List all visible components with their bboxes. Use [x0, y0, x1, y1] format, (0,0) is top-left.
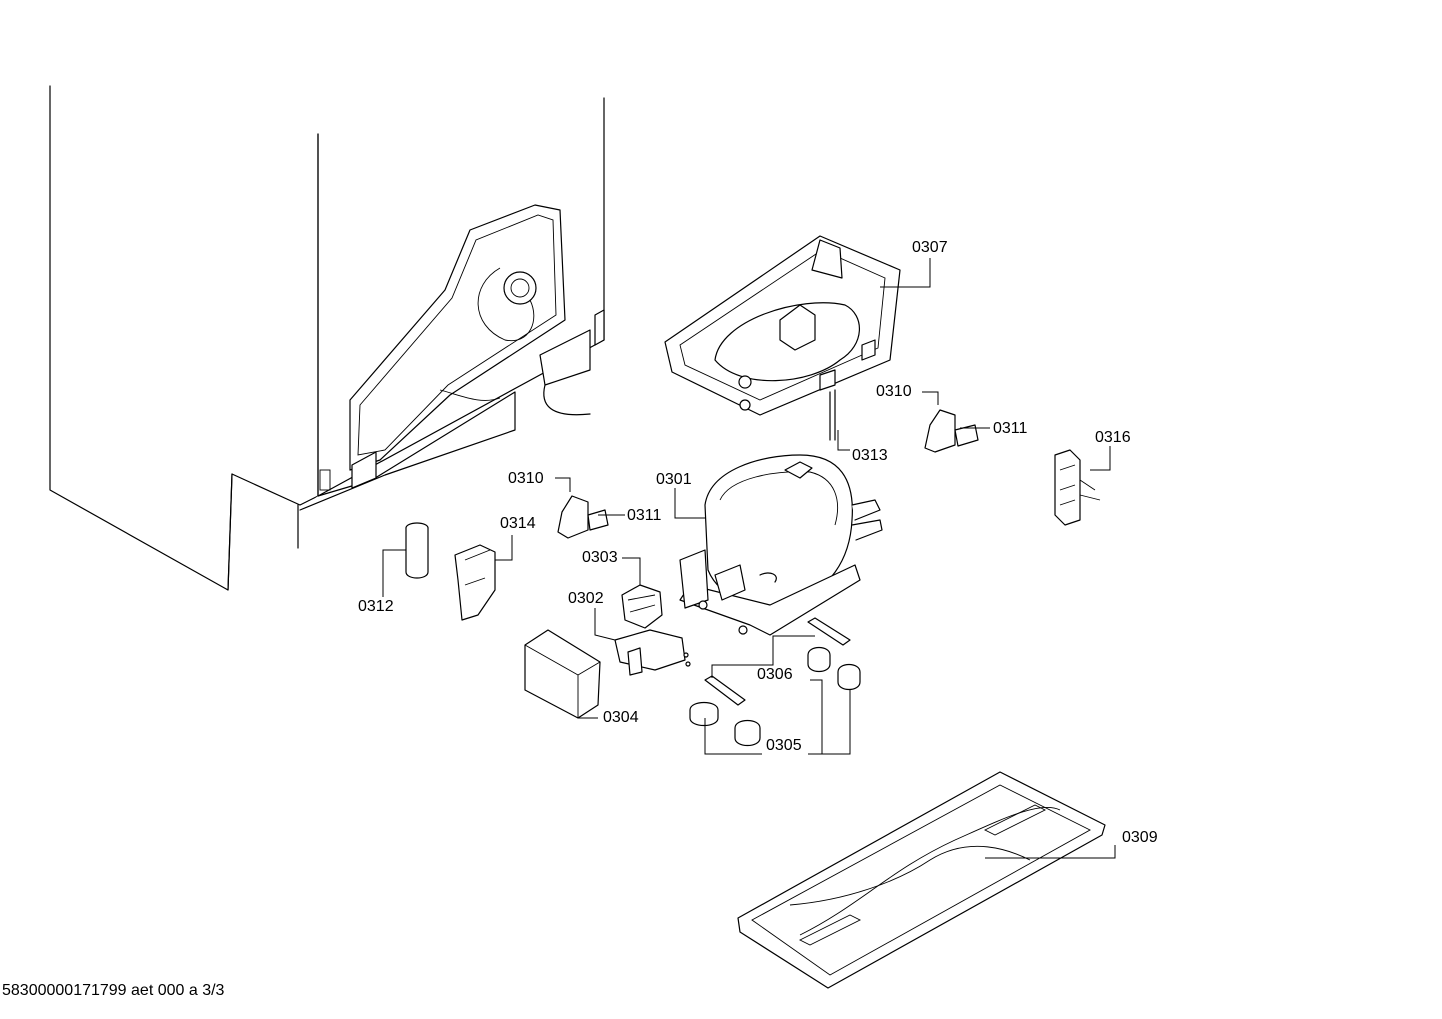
- leader-lines: [382, 258, 1116, 859]
- part-0310-clip-upper: [924, 409, 979, 453]
- label-0311-lower: 0311: [627, 507, 662, 524]
- label-0311-upper: 0311: [993, 420, 1028, 437]
- label-0310-upper: 0310: [876, 383, 912, 400]
- part-0302-starter: [614, 629, 691, 676]
- label-0314: 0314: [500, 515, 536, 532]
- label-0301: 0301: [656, 471, 692, 488]
- part-labels: 0307 0310 0311 0316 0313 0301 0310 0311 …: [358, 239, 1158, 846]
- part-0312-capacitor: [405, 522, 429, 579]
- part-0305-grommets: [689, 646, 861, 747]
- label-0306: 0306: [757, 666, 793, 683]
- part-0310-clip-lower: [557, 495, 609, 539]
- label-0307: 0307: [912, 239, 948, 256]
- part-0307-evaporation-tray: [664, 235, 901, 441]
- document-id-footer: 58300000171799 aet 000 a 3/3: [2, 982, 225, 999]
- label-0304: 0304: [603, 709, 639, 726]
- part-0316-terminal: [1054, 449, 1101, 526]
- label-0312: 0312: [358, 598, 394, 615]
- label-0309: 0309: [1122, 829, 1158, 846]
- label-0313: 0313: [852, 447, 888, 464]
- label-0305: 0305: [766, 737, 802, 754]
- part-0309-base-plate: [737, 771, 1106, 989]
- appliance-cabinet: [49, 85, 605, 591]
- label-0316: 0316: [1095, 429, 1131, 446]
- part-0306-clamps: [704, 617, 851, 706]
- part-0304-cover: [524, 629, 601, 719]
- label-0310-lower: 0310: [508, 470, 544, 487]
- label-0302: 0302: [568, 590, 604, 607]
- label-0303: 0303: [582, 549, 618, 566]
- part-0303-overload: [621, 584, 663, 629]
- part-0314-relay: [454, 544, 496, 621]
- part-0301-compressor: [679, 454, 883, 636]
